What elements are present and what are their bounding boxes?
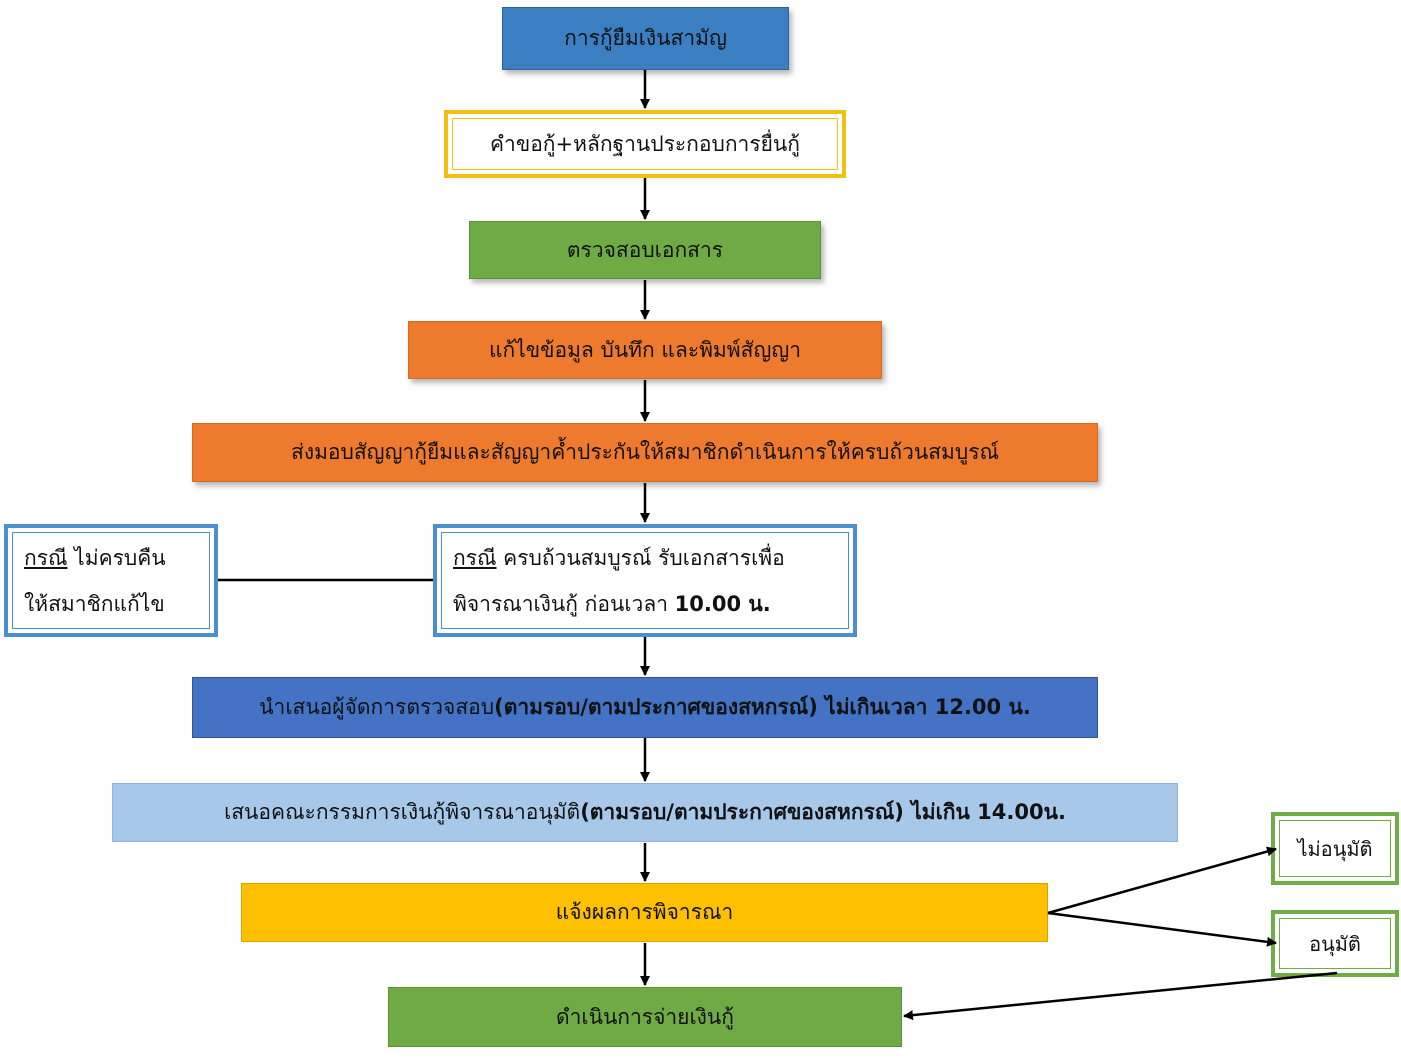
arrow-notify-to-approved [1047,911,1277,947]
node-rejected: ไม่อนุมัติ [1271,812,1399,885]
node-pay-loan: ดำเนินการจ่ายเงินกู้ [388,987,902,1047]
node-incomplete-line1: กรณี ไม่ครบคืน [24,535,166,581]
node-committee: เสนอคณะกรรมการเงินกู้พิจารณาอนุมัติ (ตาม… [112,783,1178,842]
node-notify-label: แจ้งผลการพิจารณา [555,900,734,924]
node-start: การกู้ยืมเงินสามัญ [502,7,789,70]
node-incomplete-line1-text: ไม่ครบคืน [67,545,166,570]
node-complete-line1: กรณี ครบถ้วนสมบูรณ์ รับเอกสารเพื่อ [453,535,785,581]
node-notify-result: แจ้งผลการพิจารณา [241,883,1048,942]
node-complete-case: กรณี ครบถ้วนสมบูรณ์ รับเอกสารเพื่อ พิจาร… [433,524,857,637]
node-edit-record-print: แก้ไขข้อมูล บันทึก และพิมพ์สัญญา [408,321,882,379]
node-check-label: ตรวจสอบเอกสาร [566,237,724,262]
node-present-manager: นำเสนอผู้จัดการตรวจสอบ (ตามรอบ/ตามประกาศ… [192,677,1098,738]
node-start-label: การกู้ยืมเงินสามัญ [564,26,727,50]
node-pay-label: ดำเนินการจ่ายเงินกู้ [555,1004,734,1029]
node-present-manager-text: นำเสนอผู้จัดการตรวจสอบ [259,695,495,719]
node-rejected-label: ไม่อนุมัติ [1297,836,1373,861]
node-incomplete-line2: ให้สมาชิกแก้ไข [24,591,165,616]
node-request-label: คำขอกู้+หลักฐานประกอบการยื่นกู้ [490,131,800,156]
node-approved: อนุมัติ [1271,910,1399,977]
node-approved-label: อนุมัติ [1309,931,1361,956]
node-request: คำขอกู้+หลักฐานประกอบการยื่นกู้ [444,110,846,178]
node-check-documents: ตรวจสอบเอกสาร [469,221,821,279]
node-complete-line1-text: ครบถ้วนสมบูรณ์ รับเอกสารเพื่อ [496,545,785,570]
node-present-manager-bold: (ตามรอบ/ตามประกาศของสหกรณ์) ไม่เกินเวลา … [494,695,1031,719]
node-incomplete-case: กรณี ไม่ครบคืน ให้สมาชิกแก้ไข [4,524,218,637]
node-complete-line2: พิจารณาเงินกู้ ก่อนเวลา 10.00 น. [453,581,771,627]
deadline-time: 10.00 น. [674,591,771,616]
case-word: กรณี [24,545,68,570]
arrow-notify-to-rejected [1047,846,1277,915]
node-complete-line2-text: พิจารณาเงินกู้ ก่อนเวลา [453,591,675,616]
node-committee-text: เสนอคณะกรรมการเงินกู้พิจารณาอนุมัติ [224,800,581,824]
arrow-approved-to-pay [903,971,1338,1021]
node-committee-bold: (ตามรอบ/ตามประกาศของสหกรณ์) ไม่เกิน 14.0… [580,800,1066,824]
node-edit-label: แก้ไขข้อมูล บันทึก และพิมพ์สัญญา [488,337,802,362]
node-deliver-label: ส่งมอบสัญญากู้ยืมและสัญญาค้ำประกันให้สมา… [291,440,999,464]
node-deliver-contract: ส่งมอบสัญญากู้ยืมและสัญญาค้ำประกันให้สมา… [192,423,1098,482]
case-word: กรณี [453,545,497,570]
